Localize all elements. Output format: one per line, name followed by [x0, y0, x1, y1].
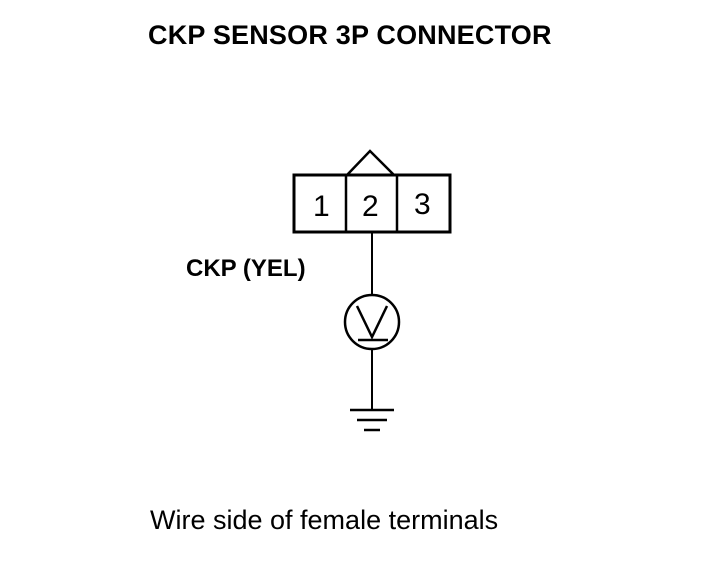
diagram-caption: Wire side of female terminals: [150, 505, 499, 535]
pin-1-label: 1: [313, 190, 330, 223]
wire-label: CKP (YEL): [186, 255, 306, 282]
voltmeter-icon: [343, 293, 401, 351]
diagram-title: CKP SENSOR 3P CONNECTOR: [148, 20, 552, 50]
pin-2-label: 2: [362, 190, 379, 223]
connector-lock-tab-icon: [346, 149, 395, 176]
pin-3-label: 3: [414, 188, 431, 221]
ground-icon: [350, 408, 394, 432]
